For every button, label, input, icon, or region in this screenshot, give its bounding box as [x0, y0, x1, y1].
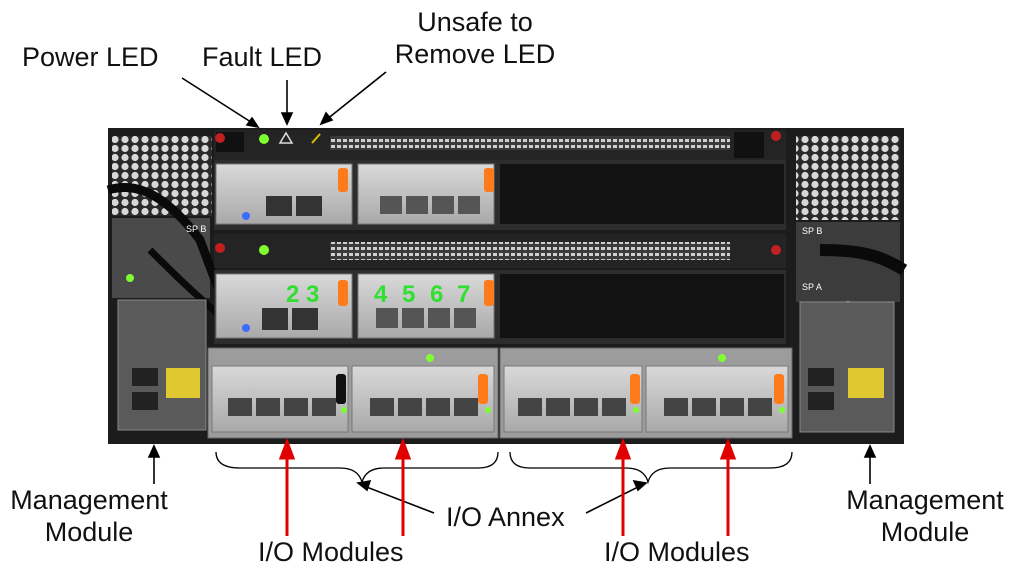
sp-upper-io-slot-2 — [357, 163, 495, 225]
hw-sp-b-left: SP B — [186, 224, 206, 234]
label-io-annex: I/O Annex — [446, 502, 565, 532]
io-annex-ports — [228, 398, 772, 416]
label-fault-led: Fault LED — [202, 42, 323, 72]
label-management-module-left: Management Module — [0, 484, 178, 548]
upper-unsafe-led-symbol — [311, 133, 321, 144]
label-unsafe-led: Unsafe to Remove LED — [386, 6, 564, 70]
arrow-annex-left — [363, 485, 435, 514]
sp-upper-ports — [266, 196, 480, 216]
upper-handle-latch-right — [734, 132, 764, 158]
arrow-power-led — [181, 77, 255, 125]
port-number-5: 5 — [402, 281, 416, 308]
right-fan-grille — [796, 136, 900, 220]
sp-lower-empty-bay — [500, 274, 784, 338]
sp-upper-orange-tab-2 — [484, 168, 494, 192]
sp-lower-orange-tab-1 — [338, 280, 348, 306]
right-mgmt-ethernet-port-1 — [808, 368, 834, 386]
io-annex-orange-tab-1 — [478, 374, 488, 404]
sp-lower-orange-tab-2 — [484, 280, 494, 306]
label-mgmt-right-line2: Module — [880, 517, 970, 547]
right-mgmt-ethernet-port-2 — [808, 392, 834, 410]
arrow-unsafe-led — [325, 71, 387, 121]
label-management-module-right: Management Module — [836, 484, 1014, 548]
sp-upper-empty-bay — [500, 164, 784, 224]
port-number-4: 4 — [374, 281, 388, 308]
lower-power-led — [259, 245, 269, 255]
brace-io-annex-left — [215, 451, 499, 485]
upper-power-led — [259, 134, 269, 144]
label-mgmt-right-line1: Management — [846, 485, 1004, 515]
label-unsafe-line1: Unsafe to — [417, 7, 533, 37]
port-number-2: 2 — [286, 281, 300, 308]
label-power-led: Power LED — [22, 42, 159, 72]
right-cable — [819, 244, 908, 276]
arrow-annex-right — [585, 485, 641, 514]
upper-blue-led — [242, 212, 250, 220]
label-mgmt-left-line1: Management — [10, 485, 168, 515]
port-number-7: 7 — [457, 281, 471, 308]
upper-fault-led-symbol — [278, 131, 294, 144]
io-annex-green-led-4 — [779, 407, 785, 413]
sp-upper-top-vent — [330, 136, 730, 150]
left-mgmt-ethernet-port-1 — [132, 368, 158, 386]
left-management-module — [117, 299, 207, 431]
left-mgmt-label — [166, 368, 200, 398]
label-io-modules-left: I/O Modules — [258, 537, 404, 567]
right-management-module — [799, 301, 895, 433]
label-io-modules-right: I/O Modules — [604, 537, 750, 567]
sp-lower-top-vent — [330, 242, 730, 260]
io-annex-orange-tab-3 — [774, 374, 784, 404]
red-annotation-arrows — [278, 437, 737, 536]
black-annotation-arrows — [147, 71, 877, 514]
io-annex-led-left — [426, 354, 434, 362]
label-unsafe-line2: Remove LED — [394, 39, 556, 69]
port-number-3: 3 — [306, 281, 320, 308]
upper-red-knob-right — [771, 131, 781, 141]
lower-blue-led — [242, 324, 250, 332]
io-annex-led-right — [718, 354, 726, 362]
label-mgmt-left-line2: Module — [44, 517, 134, 547]
lower-red-knob-left — [215, 243, 225, 253]
lower-red-knob-right — [771, 245, 781, 255]
brace-io-annex-right — [509, 451, 793, 485]
hw-sp-b-right: SP B — [802, 226, 822, 236]
io-annex-black-latch — [336, 374, 346, 404]
left-mgmt-green-led — [126, 274, 134, 282]
left-mgmt-ethernet-port-2 — [132, 392, 158, 410]
right-mgmt-label — [848, 368, 884, 398]
io-annex-green-led-3 — [633, 407, 639, 413]
io-annex-orange-tab-2 — [630, 374, 640, 404]
io-annex-green-led-1 — [341, 407, 347, 413]
sp-upper-orange-tab-1 — [338, 168, 348, 192]
port-number-6: 6 — [430, 281, 444, 308]
sp-lower-ports — [262, 308, 476, 330]
hw-sp-a-right: SP A — [802, 282, 822, 292]
io-annex-green-led-2 — [485, 407, 491, 413]
left-cable — [106, 182, 235, 322]
upper-red-knob-left — [215, 133, 225, 143]
